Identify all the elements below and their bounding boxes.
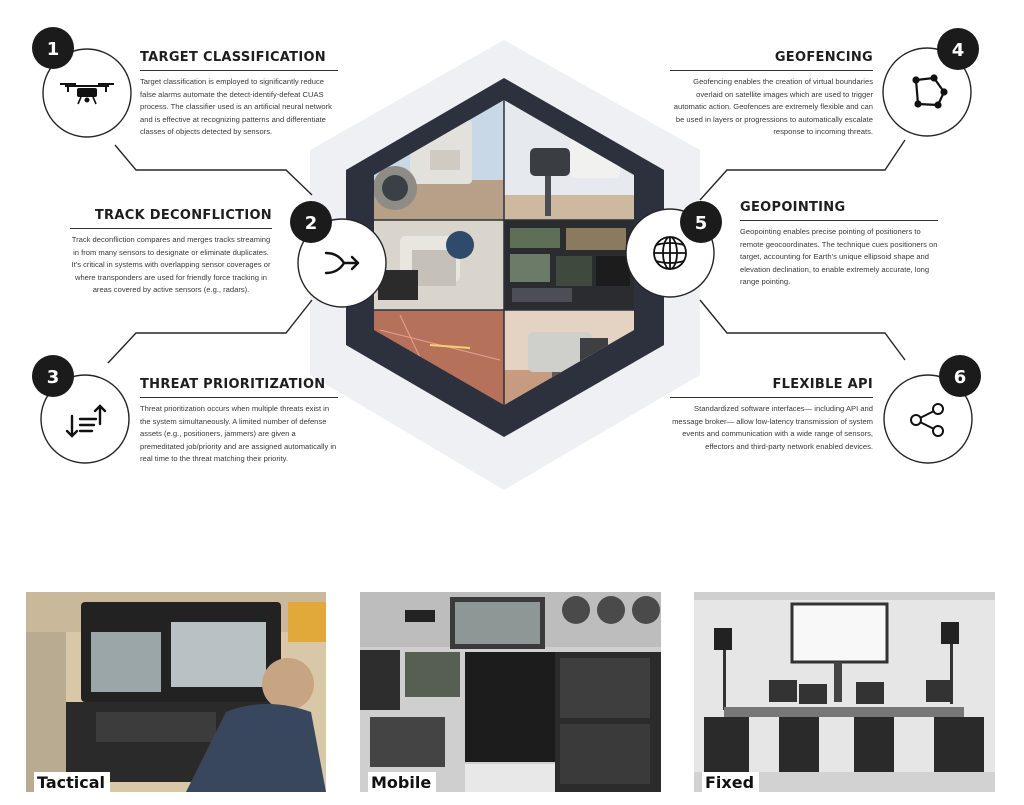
feature-description: Standardized software interfaces— includ…	[672, 404, 873, 451]
globe-icon	[653, 236, 687, 270]
feature-title: FLEXIBLE API	[670, 377, 873, 398]
feature-title: GEOFENCING	[670, 50, 873, 71]
connector-1	[114, 144, 313, 196]
feature-track-deconfliction: TRACK DECONFLICTION Track deconfliction …	[70, 208, 272, 297]
number-badges	[32, 27, 981, 397]
hexagon-photo-mosaic	[374, 100, 634, 405]
feature-threat-prioritization: THREAT PRIORITIZATION Threat prioritizat…	[140, 377, 338, 466]
photo-mobile: Mobile	[360, 592, 661, 792]
connector-lines	[107, 139, 906, 364]
mobile-scene	[360, 592, 661, 792]
share-network-icon	[910, 403, 944, 437]
feature-description: Geofencing enables the creation of virtu…	[673, 77, 873, 137]
feature-title: GEOPOINTING	[740, 200, 938, 221]
diagram-graphic: 1 2 3 4 5 6	[32, 27, 981, 490]
feature-geofencing: GEOFENCING Geofencing enables the creati…	[670, 50, 873, 139]
photo-caption: Tactical	[34, 772, 111, 792]
feature-description: Geopointing enables precise pointing of …	[740, 227, 938, 287]
sort-priority-icon	[65, 404, 107, 438]
drone-icon	[60, 83, 114, 105]
photo-fixed: Fixed	[694, 592, 995, 792]
connector-2	[107, 299, 313, 364]
merge-arrows-icon	[324, 251, 360, 275]
feature-description: Target classification is employed to sig…	[140, 77, 332, 137]
tactical-scene	[26, 592, 326, 792]
badge-1	[32, 27, 74, 69]
badge-4	[937, 28, 979, 70]
feature-title: TRACK DECONFLICTION	[70, 208, 272, 229]
badge-5-label: 5	[695, 213, 708, 234]
feature-2-circle	[297, 218, 387, 308]
feature-geopointing: GEOPOINTING Geopointing enables precise …	[740, 200, 938, 289]
photo-caption: Mobile	[368, 772, 437, 792]
badge-5	[680, 201, 722, 243]
badge-1-label: 1	[47, 39, 60, 60]
badge-2-label: 2	[305, 213, 318, 234]
polygon-fence-icon	[912, 74, 948, 109]
badge-3	[32, 355, 74, 397]
feature-title: THREAT PRIORITIZATION	[140, 377, 338, 398]
feature-flexible-api: FLEXIBLE API Standardized software inter…	[670, 377, 873, 453]
capabilities-diagram: 1 2 3 4 5 6 TARGET CLASSIFICATION Target…	[32, 27, 981, 490]
badge-6-label: 6	[954, 367, 967, 388]
feature-4-circle	[882, 47, 972, 137]
badge-6	[939, 355, 981, 397]
connector-5	[699, 299, 906, 361]
feature-6-circle	[883, 374, 973, 464]
fixed-scene	[694, 592, 995, 792]
badge-4-label: 4	[952, 40, 965, 61]
badge-3-label: 3	[47, 367, 60, 388]
connector-4	[699, 139, 906, 201]
photo-caption: Fixed	[702, 772, 760, 792]
feature-description: Track deconfliction compares and merges …	[71, 235, 271, 295]
badge-2	[290, 201, 332, 243]
feature-description: Threat prioritization occurs when multip…	[140, 404, 337, 464]
feature-title: TARGET CLASSIFICATION	[140, 50, 338, 71]
photo-tactical: Tactical	[26, 592, 326, 792]
feature-target-classification: TARGET CLASSIFICATION Target classificat…	[140, 50, 338, 139]
